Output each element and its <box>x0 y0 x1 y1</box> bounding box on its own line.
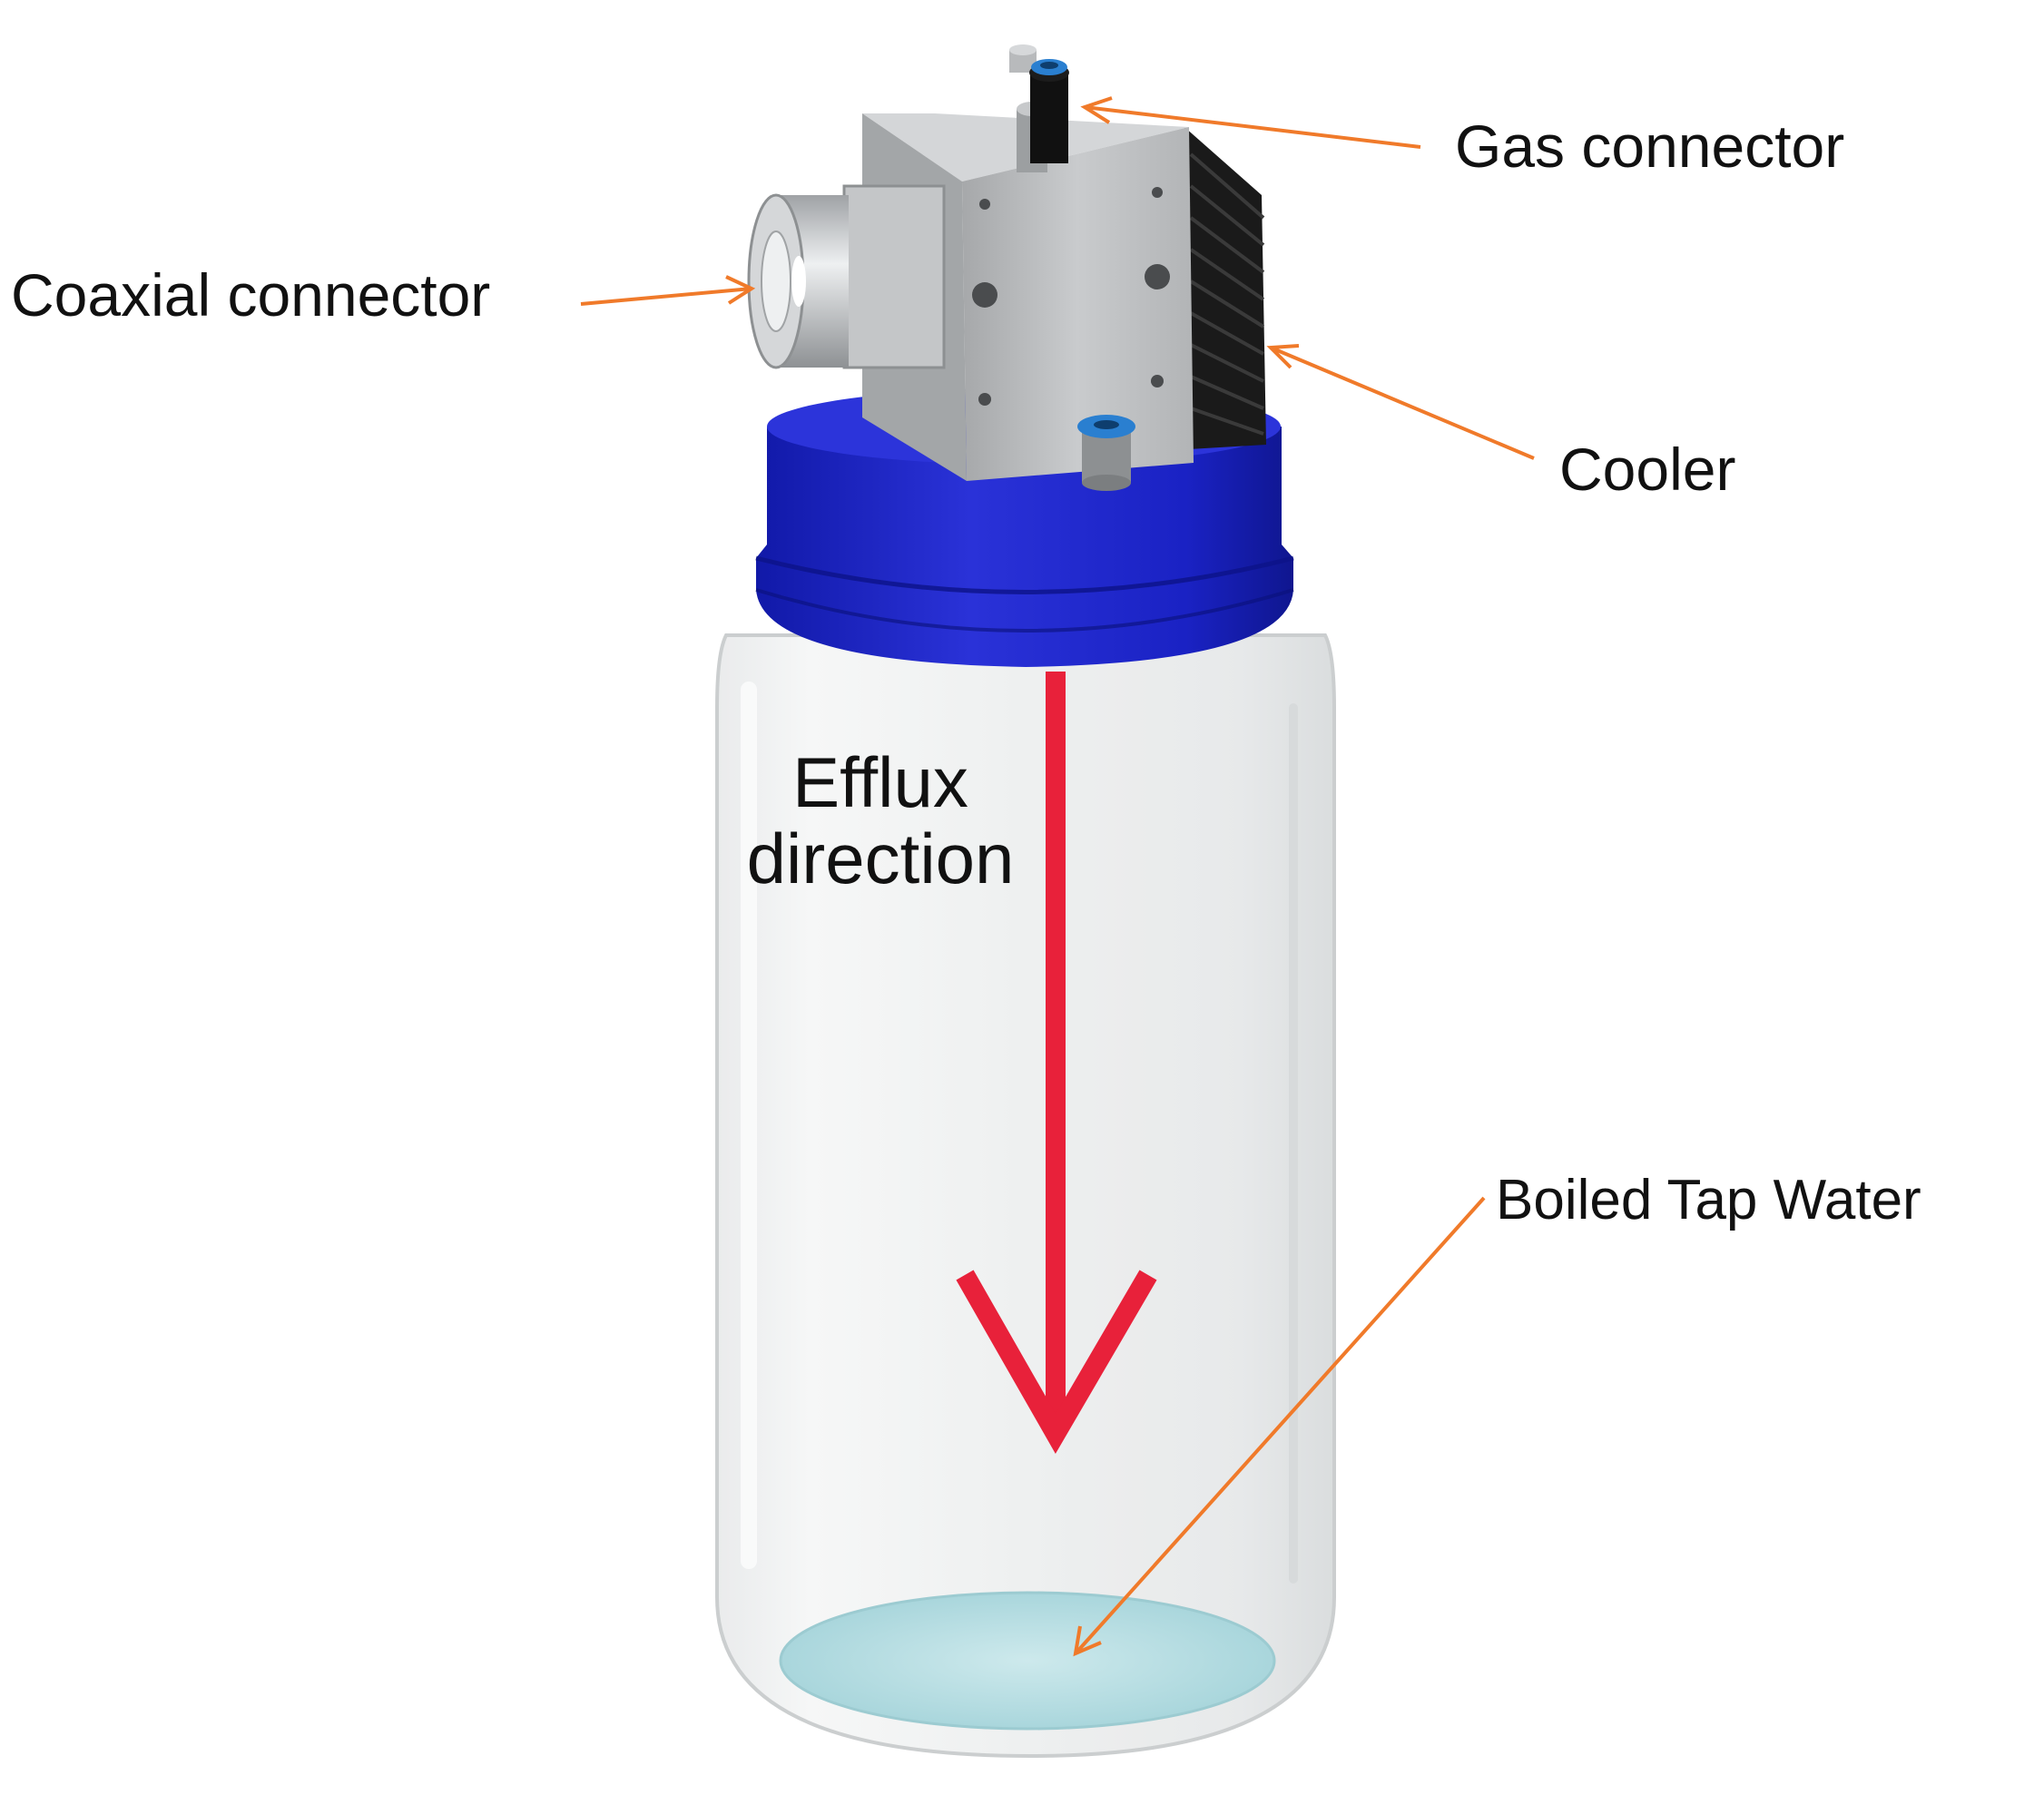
leader-cooler <box>1266 344 1535 460</box>
label-gas-connector: Gas connector <box>1455 113 1845 180</box>
coaxial-connector-part <box>747 184 946 369</box>
gas-connector-fitting <box>1029 59 1069 163</box>
leader-gas-connector <box>1080 96 1421 149</box>
label-cooler: Cooler <box>1559 436 1736 503</box>
water-surface <box>779 1591 1276 1731</box>
leader-coaxial-connector <box>580 275 756 306</box>
label-efflux-direction: Efflux direction <box>726 742 1035 899</box>
outlet-fitting <box>1077 415 1135 491</box>
efflux-arrow <box>956 672 1157 1455</box>
label-boiled-tap-water: Boiled Tap Water <box>1496 1169 1921 1231</box>
label-efflux-line1: Efflux <box>792 742 968 822</box>
leader-lines <box>580 96 1535 1657</box>
label-efflux-line2: direction <box>746 819 1015 899</box>
glass-jar <box>715 633 1336 1759</box>
label-coaxial-connector: Coaxial connector <box>11 261 491 329</box>
cooler-heatsink <box>1184 127 1266 449</box>
leader-boiled-tap-water <box>1073 1196 1486 1657</box>
reactor-block <box>862 44 1194 481</box>
